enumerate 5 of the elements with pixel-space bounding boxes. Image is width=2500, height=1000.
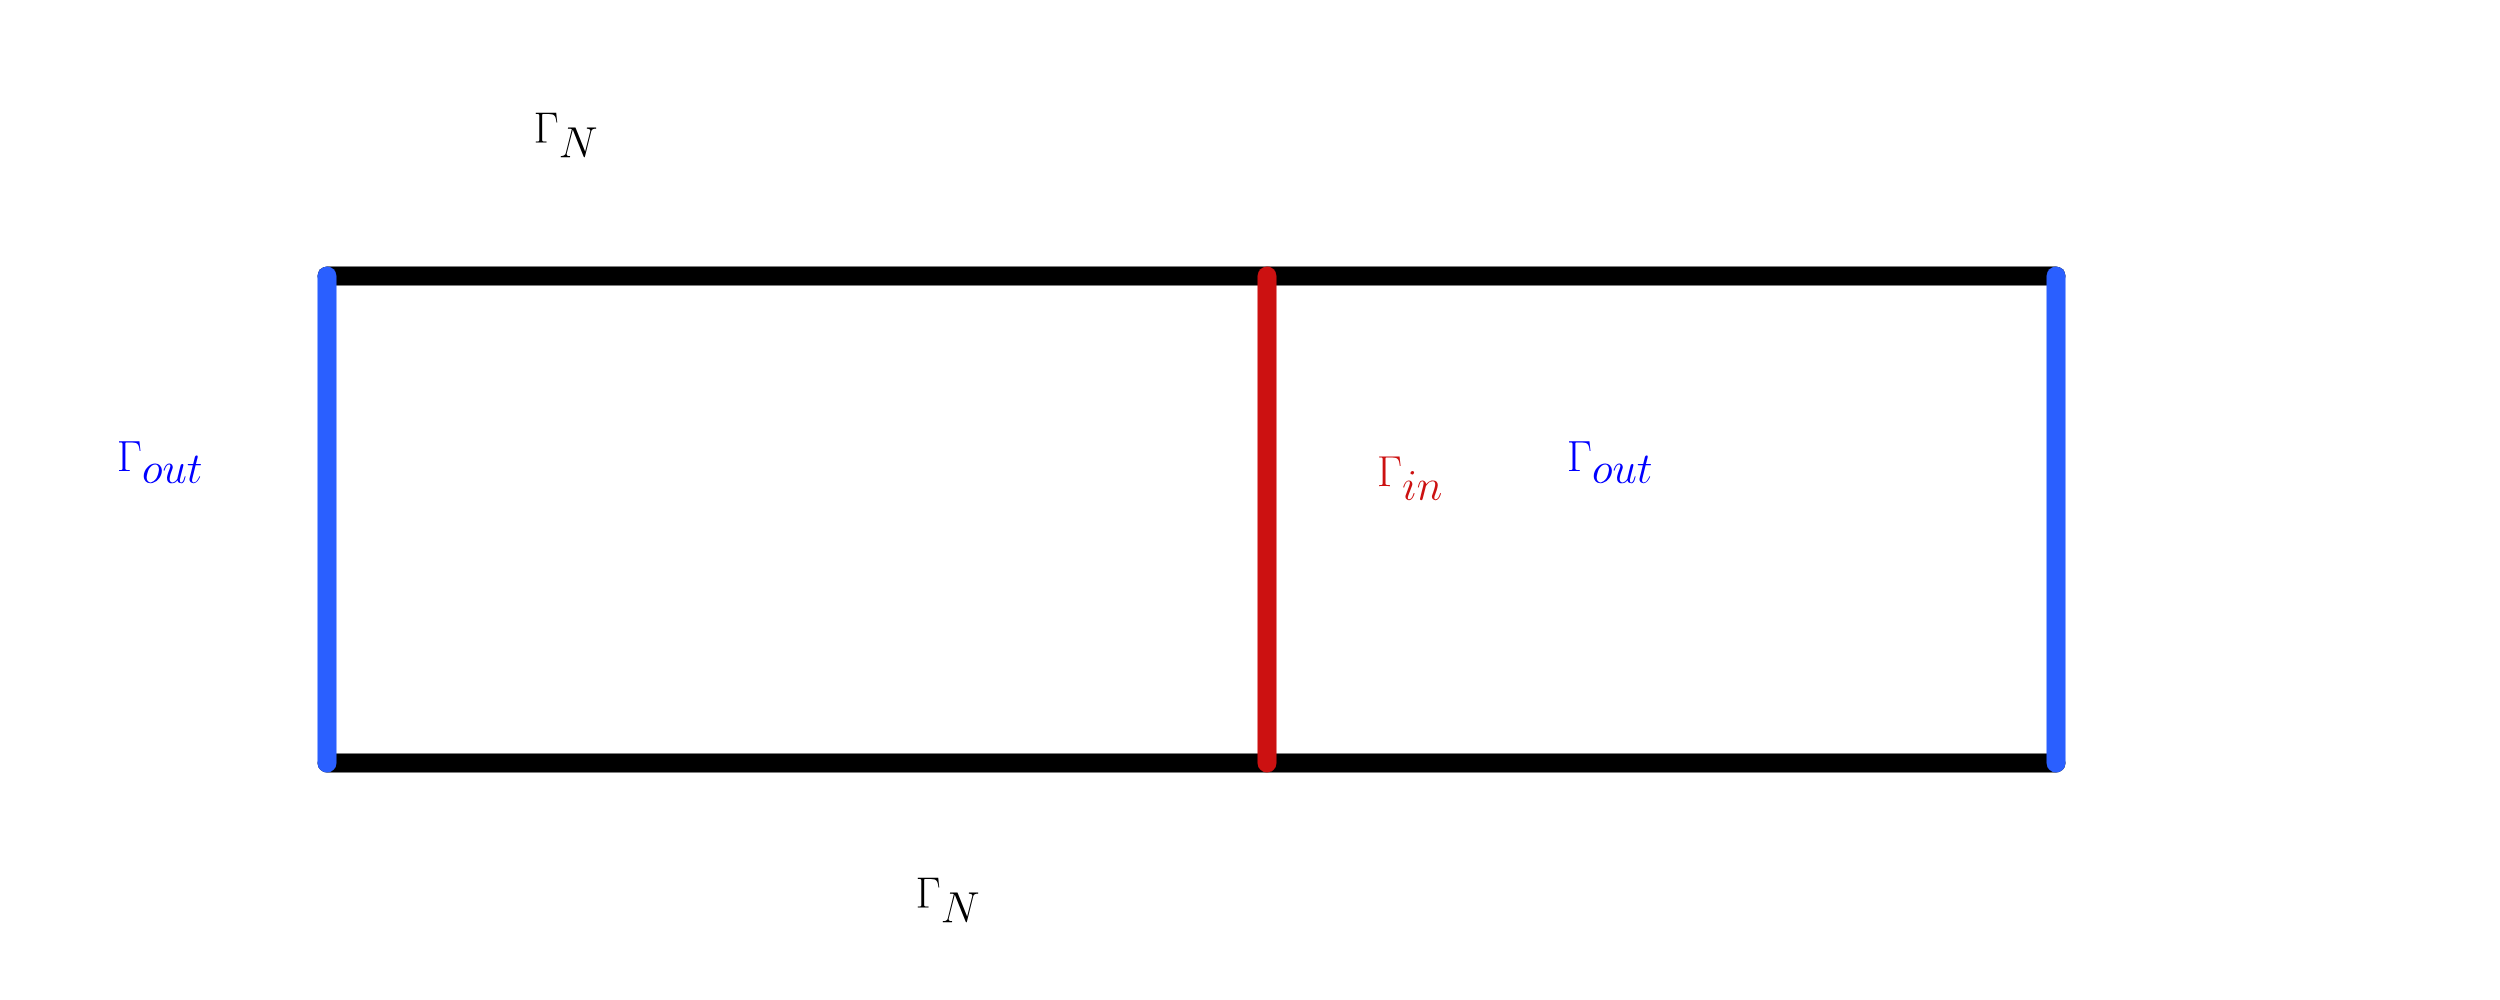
boundary-label: $\Gamma_{out}$ bbox=[119, 441, 201, 484]
boundary-label: $\Gamma_N$ bbox=[917, 877, 979, 923]
boundary-label: $\Gamma_{in}$ bbox=[1379, 456, 1441, 501]
boundary-label: $\Gamma_{out}$ bbox=[1569, 441, 1651, 484]
boundary-label: $\Gamma_N$ bbox=[535, 112, 597, 158]
